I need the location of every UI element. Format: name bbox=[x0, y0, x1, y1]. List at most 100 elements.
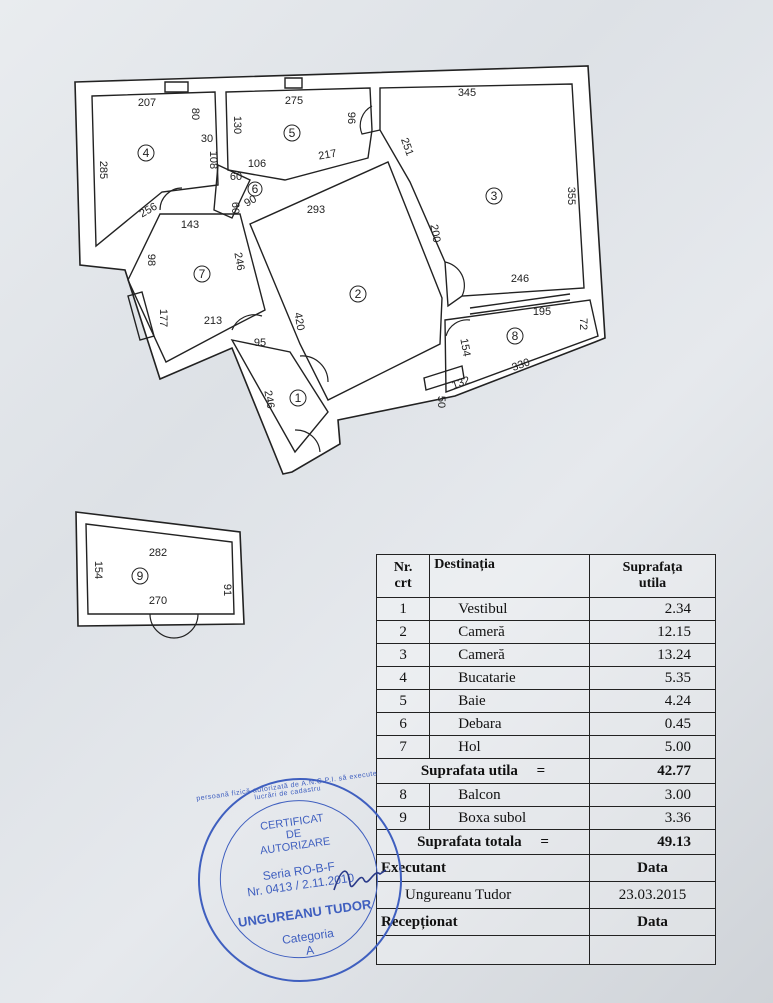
subtotal-row: Suprafata utila = 42.77 bbox=[375, 758, 716, 784]
dimension-label: 270 bbox=[149, 595, 167, 607]
dimension-label: 177 bbox=[157, 309, 169, 327]
row-area: 13.24 bbox=[589, 643, 716, 667]
dimension-label: 154 bbox=[92, 561, 104, 579]
receptionat-date-empty bbox=[589, 935, 716, 965]
row-area: 12.15 bbox=[589, 620, 716, 644]
row-destination: Hol bbox=[429, 735, 591, 759]
receptionat-empty bbox=[375, 935, 591, 965]
row-number: 8 bbox=[375, 783, 431, 807]
total-label: Suprafata totala = bbox=[375, 829, 591, 855]
row-destination: Vestibul bbox=[429, 597, 591, 621]
dimension-label: 355 bbox=[565, 187, 577, 205]
row-destination: Boxa subol bbox=[429, 806, 591, 830]
dimension-label: 285 bbox=[97, 161, 109, 179]
row-area: 3.00 bbox=[589, 783, 716, 807]
dimension-label: 108 bbox=[207, 151, 219, 169]
basement-door-swing bbox=[149, 613, 199, 639]
room-number: 3 bbox=[491, 189, 498, 203]
dimension-label: 251 bbox=[398, 136, 416, 157]
receptionat-date-label: Data bbox=[589, 908, 716, 936]
dimension-label: 420 bbox=[291, 311, 306, 331]
dimension-label: 106 bbox=[248, 158, 266, 170]
header-nr: Nr.crt bbox=[375, 554, 431, 598]
row-number: 3 bbox=[375, 643, 431, 667]
row-number: 7 bbox=[375, 735, 431, 759]
dimension-label: 130 bbox=[231, 116, 243, 134]
executant-date: 23.03.2015 bbox=[589, 881, 716, 909]
dimension-label: 50 bbox=[435, 396, 447, 408]
executant-date-label: Data bbox=[589, 854, 716, 882]
dimension-label: 80 bbox=[189, 108, 201, 120]
subtotal-label: Suprafata utila = bbox=[375, 758, 591, 784]
dimension-label: 95 bbox=[254, 337, 266, 349]
total-value: 49.13 bbox=[589, 829, 716, 855]
executant-label: Executant bbox=[375, 854, 591, 882]
executant-name: Ungureanu Tudor bbox=[375, 881, 591, 909]
room-number: 6 bbox=[252, 182, 259, 196]
total-row: Suprafata totala = 49.13 bbox=[375, 829, 716, 855]
dimension-label: 293 bbox=[307, 204, 325, 216]
dimension-label: 96 bbox=[345, 112, 357, 124]
dimension-label: 60 bbox=[230, 171, 242, 183]
dimension-label: 345 bbox=[458, 87, 476, 99]
basement-inner bbox=[85, 523, 235, 615]
dimension-label: 154 bbox=[457, 337, 472, 357]
row-destination: Cameră bbox=[429, 643, 591, 667]
row-area: 5.00 bbox=[589, 735, 716, 759]
dimension-label: 132 bbox=[450, 374, 471, 392]
dimension-label: 246 bbox=[231, 251, 246, 271]
dimension-label: 143 bbox=[181, 219, 199, 231]
room-number: 8 bbox=[512, 329, 519, 343]
dimension-label: 246 bbox=[261, 389, 276, 409]
room-number: 4 bbox=[143, 146, 150, 160]
dimension-label: 275 bbox=[285, 95, 303, 107]
row-area: 5.35 bbox=[589, 666, 716, 690]
room-number: 9 bbox=[137, 569, 144, 583]
receptionat-row bbox=[375, 935, 716, 965]
receptionat-header-row: Recepționat Data bbox=[375, 908, 716, 936]
row-destination: Cameră bbox=[429, 620, 591, 644]
dimension-label: 213 bbox=[204, 315, 222, 327]
dimension-label: 72 bbox=[577, 318, 589, 330]
row-area: 3.36 bbox=[589, 806, 716, 830]
dimension-label: 60 bbox=[229, 202, 241, 214]
row-number: 5 bbox=[375, 689, 431, 713]
row-destination: Debara bbox=[429, 712, 591, 736]
row-area: 0.45 bbox=[589, 712, 716, 736]
dimension-label: 98 bbox=[145, 254, 157, 266]
header-destination: Destinația bbox=[429, 554, 591, 598]
room-number: 5 bbox=[289, 126, 296, 140]
dimension-label: 195 bbox=[533, 306, 551, 318]
row-number: 6 bbox=[375, 712, 431, 736]
room-number: 1 bbox=[295, 391, 302, 405]
dimension-label: 282 bbox=[149, 547, 167, 559]
door-swings bbox=[159, 105, 471, 453]
basement-dimension-labels: 282 154 91 270 bbox=[92, 547, 233, 607]
receptionat-label: Recepționat bbox=[375, 908, 591, 936]
signature bbox=[333, 869, 387, 891]
room-number: 2 bbox=[355, 287, 362, 301]
row-number: 4 bbox=[375, 666, 431, 690]
row-area: 4.24 bbox=[589, 689, 716, 713]
row-destination: Baie bbox=[429, 689, 591, 713]
dimension-label: 30 bbox=[201, 133, 213, 145]
dimension-label: 217 bbox=[317, 148, 337, 163]
subtotal-value: 42.77 bbox=[589, 758, 716, 784]
dimension-label: 90 bbox=[242, 193, 259, 210]
dimension-label: 91 bbox=[221, 584, 233, 596]
row-number: 2 bbox=[375, 620, 431, 644]
basement-outline bbox=[75, 511, 245, 627]
